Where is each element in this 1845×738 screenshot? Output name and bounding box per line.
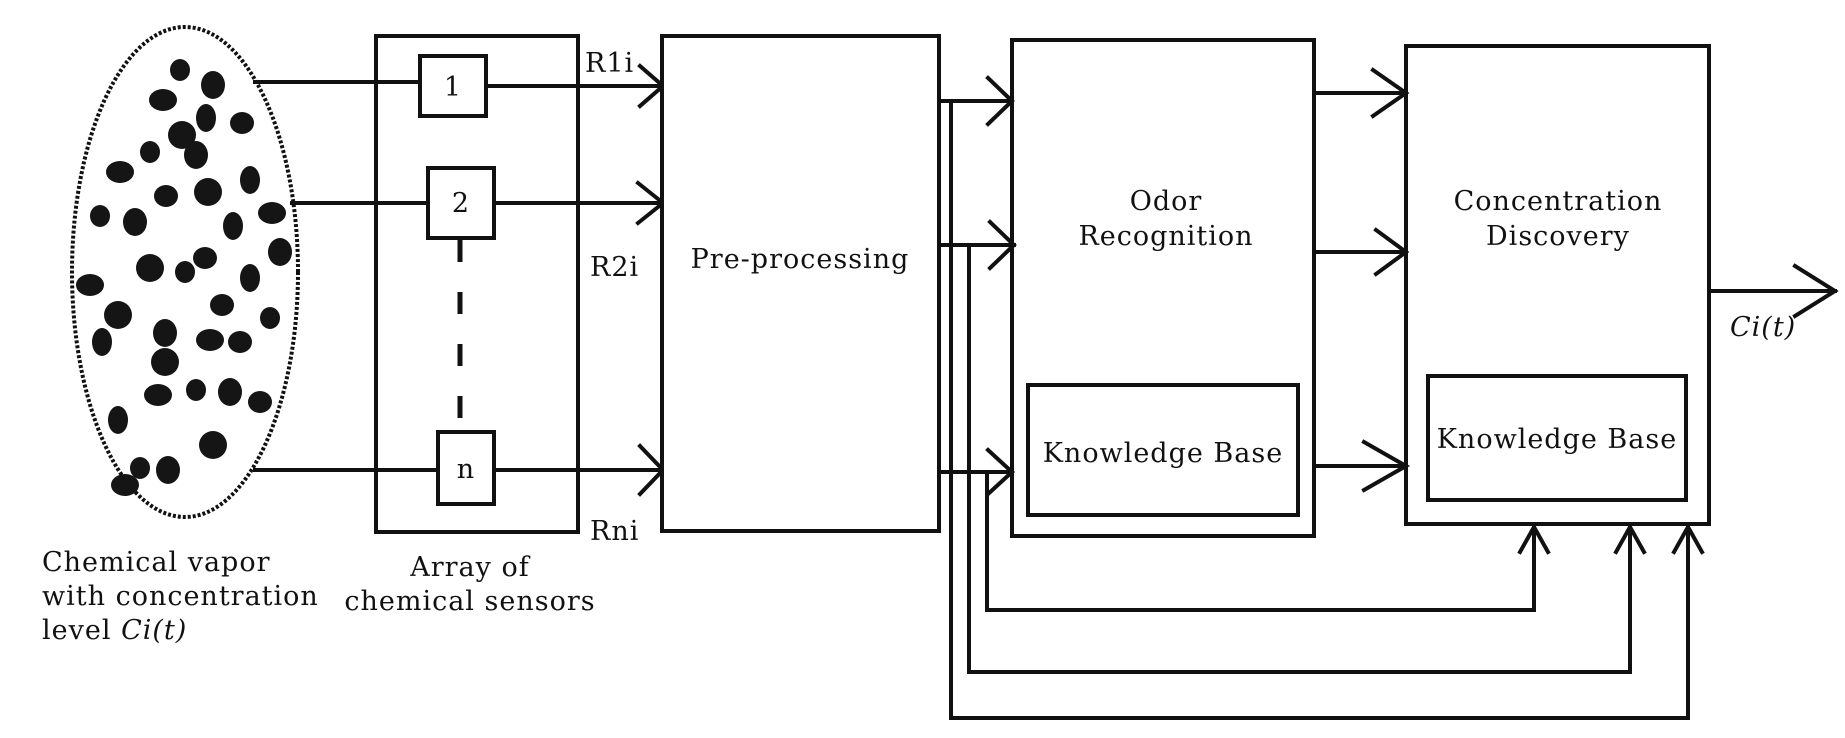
vapor-particle bbox=[201, 71, 225, 99]
vapor-particle bbox=[223, 212, 243, 240]
vapor-particle bbox=[193, 247, 217, 269]
vapor-particle bbox=[168, 121, 196, 149]
odor-to-conc-arrowhead-3 bbox=[1361, 439, 1411, 493]
array-caption-line-2: chemical sensors bbox=[344, 586, 595, 617]
feedback-line-inner bbox=[985, 470, 1536, 612]
array-caption-line-1: Array of bbox=[409, 552, 531, 583]
odor-to-conc-arrowhead-2 bbox=[1373, 227, 1410, 277]
vapor-particle bbox=[258, 202, 286, 224]
feedback-line-outer bbox=[949, 99, 1690, 720]
vapor-particle bbox=[111, 474, 139, 496]
vapor-particle bbox=[228, 331, 252, 353]
vapor-particle bbox=[149, 89, 177, 111]
concentration-title-line-1: Concentration bbox=[1454, 186, 1663, 217]
vapor-particle bbox=[199, 431, 227, 459]
sensor-1-label: 1 bbox=[444, 72, 462, 103]
vapor-particle bbox=[154, 185, 178, 207]
odor-to-conc-arrowhead-1 bbox=[1370, 67, 1410, 119]
odor-knowledge-base-label: Knowledge Base bbox=[1043, 438, 1283, 469]
signal-label-r1i: R1i bbox=[585, 48, 634, 79]
vapor-particle bbox=[153, 319, 177, 347]
vapor-particle bbox=[175, 261, 195, 283]
vapor-particle bbox=[260, 307, 280, 329]
output-arrowhead bbox=[1792, 263, 1839, 319]
vapor-particle bbox=[170, 59, 190, 81]
chemical-vapor-ellipse bbox=[70, 25, 300, 519]
vapor-particle bbox=[106, 161, 134, 183]
vapor-particle bbox=[268, 238, 292, 266]
sensor-n-label: n bbox=[457, 454, 475, 485]
vapor-particle bbox=[92, 328, 112, 356]
vapor-particle bbox=[196, 104, 216, 132]
feedback-arrowhead-inner bbox=[1517, 522, 1551, 555]
vapor-particle bbox=[210, 294, 234, 316]
feedback-line-middle bbox=[967, 243, 1632, 674]
vapor-particle bbox=[230, 112, 254, 134]
feedback-arrowhead-outer bbox=[1671, 522, 1705, 555]
vapor-particle bbox=[104, 301, 132, 329]
vapor-particle bbox=[218, 378, 242, 406]
odor-recognition-title-line-2: Recognition bbox=[1078, 221, 1253, 252]
vapor-particle bbox=[184, 141, 208, 169]
vapor-particle bbox=[108, 406, 128, 434]
vapor-particle bbox=[186, 379, 206, 401]
concentration-title-line-2: Discovery bbox=[1486, 221, 1630, 252]
odor-knowledge-base-box bbox=[1026, 383, 1300, 517]
vapor-particle bbox=[248, 391, 272, 413]
vapor-particle bbox=[123, 208, 147, 236]
vapor-caption-line-1: Chemical vapor bbox=[42, 547, 271, 578]
concentration-knowledge-base-box bbox=[1426, 374, 1688, 502]
vapor-particle bbox=[140, 141, 160, 163]
vapor-particle bbox=[144, 384, 172, 406]
vapor-particle bbox=[130, 457, 150, 479]
signal-label-rni: Rni bbox=[590, 516, 639, 547]
concentration-knowledge-base-label: Knowledge Base bbox=[1437, 424, 1677, 455]
pre-to-odor-arrowhead-1 bbox=[985, 75, 1015, 127]
signal-label-r2i: R2i bbox=[590, 252, 639, 283]
vapor-concentration-symbol: Ci(t) bbox=[121, 615, 187, 646]
vapor-particle bbox=[90, 205, 110, 227]
vapor-particle bbox=[194, 178, 222, 206]
pre-to-odor-arrowhead-2 bbox=[987, 219, 1017, 271]
vapor-particles bbox=[76, 59, 292, 496]
preprocessing-box bbox=[660, 34, 941, 533]
sensor-2-label: 2 bbox=[452, 188, 470, 219]
preprocessing-label: Pre-processing bbox=[691, 244, 910, 275]
vapor-particle bbox=[151, 348, 179, 376]
vapor-caption-line-2: with concentration bbox=[42, 581, 319, 612]
vapor-particle bbox=[240, 166, 260, 194]
vapor-caption-line-3: level Ci(t) bbox=[42, 615, 187, 646]
vapor-particle bbox=[76, 274, 104, 296]
odor-recognition-title-line-1: Odor bbox=[1130, 186, 1203, 217]
vapor-particle bbox=[136, 254, 164, 282]
vapor-particle bbox=[240, 264, 260, 292]
feedback-arrowhead-middle bbox=[1613, 522, 1647, 555]
vapor-particle bbox=[156, 456, 180, 484]
pre-to-odor-arrowhead-3 bbox=[985, 447, 1015, 497]
sensor-1-box bbox=[418, 54, 488, 118]
output-label: Ci(t) bbox=[1730, 312, 1796, 343]
vapor-particle bbox=[196, 329, 224, 351]
